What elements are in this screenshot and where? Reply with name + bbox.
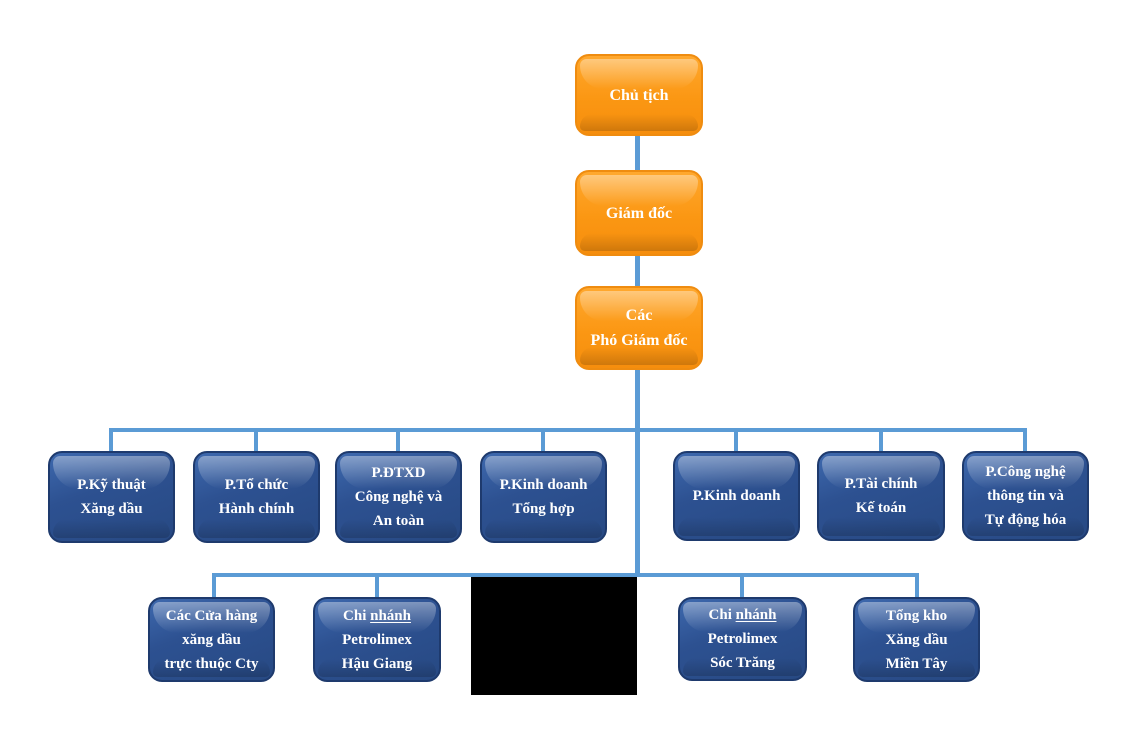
node-deputy-directors: Các Phó Giám đốc xyxy=(575,286,703,370)
node-label-line: Hành chính xyxy=(218,501,295,517)
node-dept-cong-nghe-thong-tin: P.Công nghệ thông tin và Tự động hóa xyxy=(962,451,1089,541)
node-label-line: Kế toán xyxy=(855,500,907,516)
node-label-line: Petrolimex xyxy=(707,631,778,647)
node-label-line: Xăng dầu xyxy=(885,631,948,648)
connector-drop-unit-4 xyxy=(740,577,744,597)
node-label-line: Hậu Giang xyxy=(341,655,413,672)
connector-drop-dept-1 xyxy=(109,432,113,451)
node-unit-tong-kho-mien-tay: Tổng kho Xăng dầu Miền Tây xyxy=(853,597,980,682)
node-director: Giám đốc xyxy=(575,170,703,256)
node-dept-ky-thuat-xang-dau: P.Kỹ thuật Xăng dầu xyxy=(48,451,175,543)
connector-drop-dept-6 xyxy=(879,432,883,451)
node-label-line: Các Cửa hàng xyxy=(165,607,258,624)
node-label-line: P.Tài chính xyxy=(844,476,918,492)
connector-drop-dept-5 xyxy=(734,432,738,451)
node-label-line: Công nghệ và xyxy=(354,489,443,505)
node-dept-to-chuc-hanh-chinh: P.Tổ chức Hành chính xyxy=(193,451,320,543)
node-label-line: Miền Tây xyxy=(885,655,948,672)
node-label-line: Sóc Trăng xyxy=(710,655,775,671)
connector-row1-horizontal xyxy=(109,428,1027,432)
connector-row2-horizontal xyxy=(212,573,919,577)
node-label-line: P.Kỹ thuật xyxy=(77,477,146,493)
node-label: Giám đốc xyxy=(605,204,673,222)
node-label-line: Xăng dầu xyxy=(80,501,143,517)
node-unit-cua-hang-xang-dau: Các Cửa hàng xăng dầu trực thuộc Cty xyxy=(148,597,275,682)
connector-director-deputies xyxy=(635,256,640,286)
node-unit-petrolimex-soc-trang: Chi nhánh Petrolimex Sóc Trăng xyxy=(678,597,807,681)
node-label-part: Chi xyxy=(343,607,371,624)
node-dept-dtxd-cong-nghe-an-toan: P.ĐTXD Công nghệ và An toàn xyxy=(335,451,462,543)
connector-drop-dept-7 xyxy=(1023,432,1027,451)
connector-trunk xyxy=(635,370,640,577)
connector-drop-dept-3 xyxy=(396,432,400,451)
node-label-part: Chi xyxy=(708,607,736,623)
redaction-box xyxy=(471,577,637,695)
node-label-line: Phó Giám đốc xyxy=(590,332,688,349)
node-label-line: Tổng hợp xyxy=(512,501,575,517)
node-label-line: Tổng kho xyxy=(885,607,948,624)
node-label-line: thông tin và xyxy=(987,488,1064,504)
node-label-part-underlined: nhánh xyxy=(370,607,411,624)
node-label-line: xăng dầu xyxy=(182,631,241,648)
node-label-line: Tự động hóa xyxy=(984,512,1067,528)
node-chairman: Chủ tịch xyxy=(575,54,703,136)
node-label-line: An toàn xyxy=(372,513,425,529)
node-label: Chủ tịch xyxy=(609,86,669,104)
node-label-line: P.ĐTXD xyxy=(371,465,426,481)
node-label-line: Chi nhánh xyxy=(343,604,411,628)
connector-drop-unit-2 xyxy=(375,577,379,597)
connector-drop-unit-1 xyxy=(212,577,216,597)
connector-drop-dept-2 xyxy=(254,432,258,451)
node-label-part-underlined: nhánh xyxy=(735,607,777,623)
node-label-line: trực thuộc Cty xyxy=(164,655,259,672)
node-label-line: P.Công nghệ xyxy=(985,464,1066,480)
node-label-line: P.Tổ chức xyxy=(224,477,289,493)
connector-drop-unit-5 xyxy=(915,577,919,597)
node-label-line: Petrolimex xyxy=(342,631,412,648)
connector-drop-dept-4 xyxy=(541,432,545,451)
node-dept-kinh-doanh-tong-hop: P.Kinh doanh Tổng hợp xyxy=(480,451,607,543)
node-dept-kinh-doanh: P.Kinh doanh xyxy=(673,451,800,541)
node-label-line: Chi nhánh xyxy=(709,603,777,627)
node-label-line: Các xyxy=(625,307,653,324)
node-dept-tai-chinh-ke-toan: P.Tài chính Kế toán xyxy=(817,451,945,541)
node-unit-petrolimex-hau-giang: Chi nhánh Petrolimex Hậu Giang xyxy=(313,597,441,682)
node-label-line: P.Kinh doanh xyxy=(692,488,781,504)
connector-chairman-director xyxy=(635,136,640,170)
node-label-line: P.Kinh doanh xyxy=(499,477,588,493)
